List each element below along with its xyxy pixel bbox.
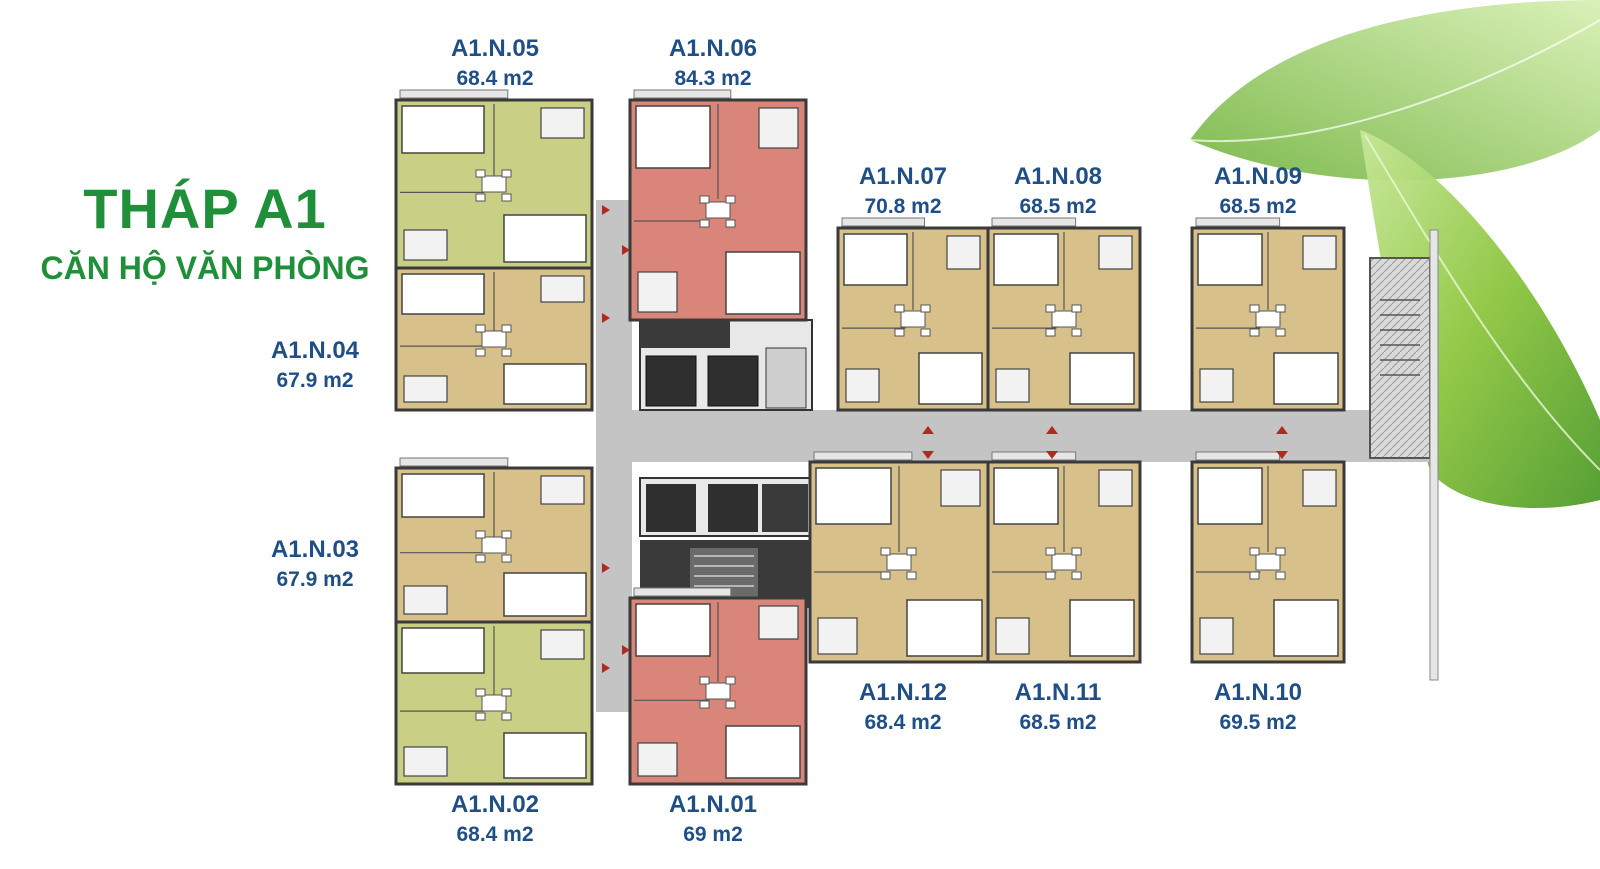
arrow-icon: [602, 663, 610, 673]
arrow-icon: [602, 205, 610, 215]
arrow-icon: [1276, 451, 1288, 459]
arrow-icon: [622, 645, 630, 655]
apartment-a1n02: [394, 611, 594, 786]
tower-subtitle: CĂN HỘ VĂN PHÒNG: [40, 250, 370, 286]
arrow-icon: [622, 245, 630, 255]
apartment-a1n09: [1190, 217, 1346, 412]
apartment-a1n07: [836, 217, 990, 412]
stair-icon: [1369, 229, 1439, 681]
apartment-a1n01: [628, 587, 808, 786]
arrow-icon: [1046, 451, 1058, 459]
apartment-units: [394, 89, 1346, 786]
apartment-a1n06: [628, 89, 808, 322]
apartment-a1n03: [394, 457, 594, 624]
apartment-a1n11: [986, 451, 1142, 664]
arrow-icon: [922, 426, 934, 434]
apartment-a1n04: [394, 257, 594, 412]
apartment-a1n05: [394, 89, 594, 270]
apartment-a1n08: [986, 217, 1142, 412]
arrow-icon: [602, 313, 610, 323]
elevator-icon: [645, 355, 759, 407]
core: [639, 319, 813, 608]
arrow-icon: [1276, 426, 1288, 434]
entry-arrows: [602, 205, 1288, 673]
arrow-icon: [922, 451, 934, 459]
tower-title: THÁP A1: [83, 177, 327, 240]
arrow-icon: [1046, 426, 1058, 434]
arrow-icon: [602, 563, 610, 573]
apartment-a1n10: [1190, 451, 1346, 664]
apartment-a1n12: [808, 451, 990, 664]
